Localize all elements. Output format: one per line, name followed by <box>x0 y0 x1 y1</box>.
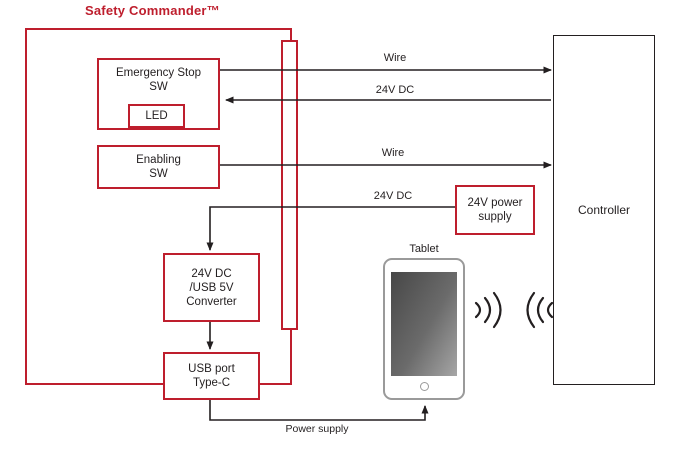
power-supply-connection-label: Power supply <box>285 423 349 435</box>
enabling-sw-label-line2: SW <box>149 168 168 180</box>
wireless-waves-left-icon <box>474 291 502 329</box>
wire-label-top: Wire <box>383 52 407 64</box>
led-box: LED <box>128 104 185 128</box>
power-supply-label-line2: supply <box>478 211 512 223</box>
tablet-home-button <box>420 382 429 391</box>
connector-strip <box>281 40 298 330</box>
power-supply-label-line1: 24V power <box>467 197 523 209</box>
dc24-label-mid: 24V DC <box>373 190 413 202</box>
enabling-sw-label-line1: Enabling <box>136 154 181 166</box>
enabling-sw-box: Enabling SW <box>97 145 220 189</box>
converter-label-line1: 24V DC <box>191 267 232 280</box>
converter-label-line3: Converter <box>186 295 237 308</box>
diagram-title: Safety Commander™ <box>85 3 220 18</box>
usb-port-label-line1: USB port <box>188 363 235 375</box>
usb-to-tablet-line <box>209 400 429 421</box>
led-label: LED <box>145 110 168 122</box>
dc24-label-top: 24V DC <box>375 84 415 96</box>
emergency-stop-label-line1: Emergency Stop <box>115 67 201 79</box>
tablet-screen <box>391 272 457 376</box>
power-supply-24v-box: 24V power supply <box>455 185 535 235</box>
controller-label: Controller <box>577 203 631 217</box>
wire-label-mid: Wire <box>381 147 405 159</box>
converter-box: 24V DC /USB 5V Converter <box>163 253 260 322</box>
converter-label-line2: /USB 5V <box>189 281 234 294</box>
usb-port-label-line2: Type-C <box>192 377 231 389</box>
wireless-waves-right-icon <box>526 291 554 329</box>
controller-box: Controller <box>553 35 655 385</box>
usb-port-box: USB port Type-C <box>163 352 260 400</box>
emergency-stop-label-line2: SW <box>149 81 168 93</box>
tablet-label: Tablet <box>409 243 439 255</box>
